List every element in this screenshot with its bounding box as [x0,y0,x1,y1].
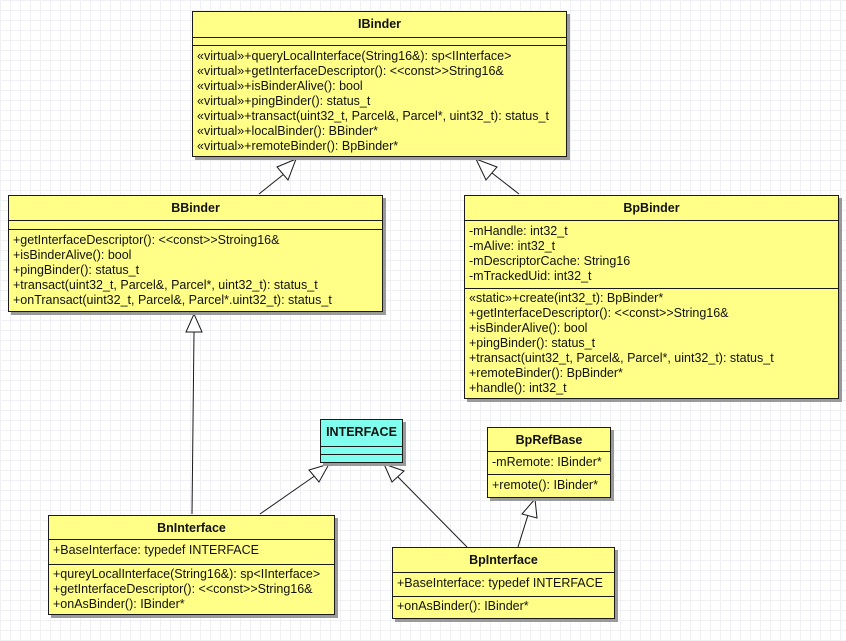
method: +handle(): int32_t [469,381,567,395]
method: +onTransact(uint32_t, Parcel&, Parcel*.u… [13,293,332,307]
method: «virtual»+remoteBinder(): BpBinder* [197,139,399,153]
class-name: INTERFACE [321,420,402,447]
method: «virtual»+localBinder(): BBinder* [197,124,378,138]
method: +transact(uint32_t, Parcel&, Parcel*, ui… [469,351,774,365]
attributes-compartment: -mHandle: int32_t -mAlive: int32_t -mDes… [465,221,838,289]
attribute: -mRemote: IBinder* [492,455,602,469]
method: «virtual»+isBinderAlive(): bool [197,79,363,93]
class-bninterface[interactable]: BnInterface +BaseInterface: typedef INTE… [48,515,335,615]
method: +onAsBinder(): IBinder* [397,599,529,613]
class-name: BBinder [9,196,382,221]
class-ibinder[interactable]: IBinder «virtual»+queryLocalInterface(St… [192,11,567,157]
class-bbinder[interactable]: BBinder +getInterfaceDescriptor(): <<con… [8,195,383,312]
method: +isBinderAlive(): bool [469,321,588,335]
method: +isBinderAlive(): bool [13,248,132,262]
methods-compartment: +onAsBinder(): IBinder* [393,597,614,614]
methods-compartment [321,455,402,462]
method: «virtual»+queryLocalInterface(String16&)… [197,49,512,63]
attributes-compartment [9,221,382,230]
method: «static»+create(int32_t): BpBinder* [469,291,664,305]
attribute: -mDescriptorCache: String16 [469,254,631,268]
method: +getInterfaceDescriptor(): <<const>>Stri… [53,582,313,596]
attribute: +BaseInterface: typedef INTERFACE [397,576,603,590]
methods-compartment: «virtual»+queryLocalInterface(String16&)… [193,46,566,154]
arrowhead-interface-right [383,463,405,483]
method: +getInterfaceDescriptor(): <<const>>Stri… [469,306,729,320]
attribute: -mTrackedUid: int32_t [469,269,592,283]
methods-compartment: +getInterfaceDescriptor(): <<const>>Stro… [9,230,382,308]
method: +getInterfaceDescriptor(): <<const>>Stro… [13,233,280,247]
class-name: IBinder [193,12,566,38]
method: +pingBinder(): status_t [13,263,140,277]
arrowhead-ibinder-right [475,158,498,181]
method: +remoteBinder(): BpBinder* [469,366,623,380]
methods-compartment: +qureyLocalInterface(String16&): sp<IInt… [49,565,334,612]
attribute: -mHandle: int32_t [469,224,568,238]
method: «virtual»+pingBinder(): status_t [197,94,371,108]
method: +transact(uint32_t, Parcel&, Parcel*, ui… [13,278,318,292]
edge-bninterface-bbinder [191,331,195,515]
methods-compartment: «static»+create(int32_t): BpBinder* +get… [465,289,838,396]
method: +pingBinder(): status_t [469,336,596,350]
edge-bninterface-interface [259,474,317,515]
attributes-compartment: +BaseInterface: typedef INTERFACE [393,573,614,597]
method: +remote(): IBinder* [492,478,598,492]
attributes-compartment: +BaseInterface: typedef INTERFACE [49,540,334,565]
arrowhead-interface-left [308,463,331,483]
methods-compartment: +remote(): IBinder* [488,475,610,493]
class-name: BnInterface [49,516,334,540]
attributes-compartment: -mRemote: IBinder* [488,452,610,475]
attributes-compartment [321,447,402,455]
class-bpinterface[interactable]: BpInterface +BaseInterface: typedef INTE… [392,547,615,619]
edge-bpinterface-interface [397,476,468,548]
method: +qureyLocalInterface(String16&): sp<IInt… [53,567,321,581]
class-bprefbase[interactable]: BpRefBase -mRemote: IBinder* +remote(): … [487,427,611,498]
class-interface[interactable]: INTERFACE [320,419,403,463]
class-bpbinder[interactable]: BpBinder -mHandle: int32_t -mAlive: int3… [464,195,839,399]
attributes-compartment [193,38,566,46]
class-name: BpRefBase [488,428,610,452]
arrowhead-bbinder [185,312,203,333]
attribute: +BaseInterface: typedef INTERFACE [53,543,259,557]
method: +onAsBinder(): IBinder* [53,597,185,611]
arrowhead-bprefbase [521,497,538,519]
method: «virtual»+transact(uint32_t, Parcel&, Pa… [197,109,549,123]
class-name: BpBinder [465,196,838,221]
class-name: BpInterface [393,548,614,573]
method: «virtual»+getInterfaceDescriptor(): <<co… [197,64,504,78]
edge-bpinterface-bprefbase [517,514,529,548]
arrowhead-ibinder-left [276,158,297,181]
attribute: -mAlive: int32_t [469,239,556,253]
edge-bpbinder-ibinder [491,172,520,195]
edge-bbinder-ibinder [258,173,285,195]
